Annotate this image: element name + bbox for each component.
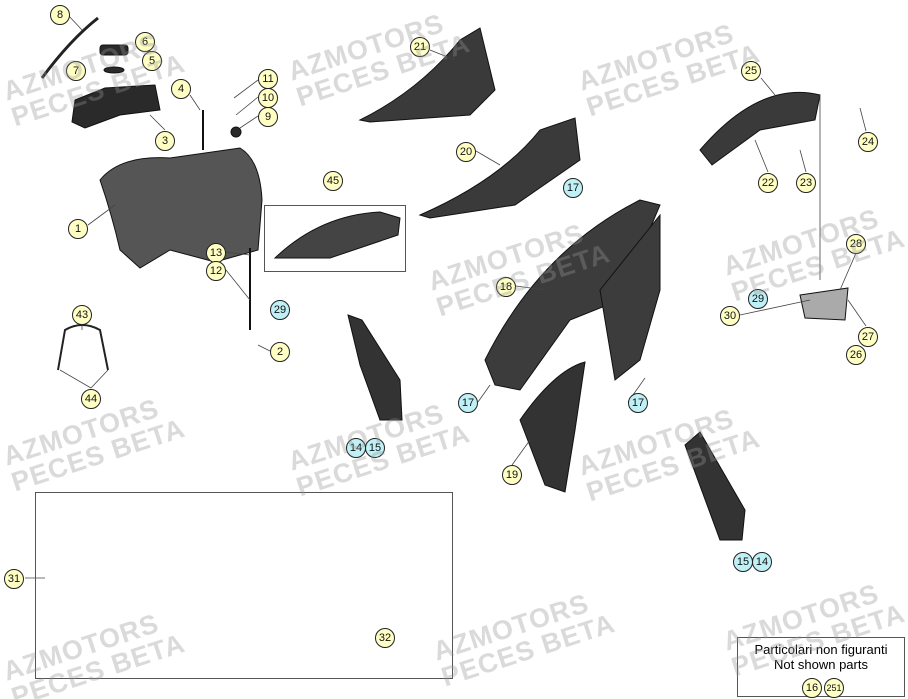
seat-cover: [358, 27, 496, 123]
callout-45[interactable]: 45: [323, 171, 343, 191]
fuel-breather-hose: [40, 16, 99, 79]
callout-22[interactable]: 22: [758, 173, 778, 193]
callout-30[interactable]: 30: [720, 306, 740, 326]
callout-15[interactable]: 15: [733, 552, 753, 572]
callout-31[interactable]: 31: [4, 569, 24, 589]
not-shown-title-it: Particolari non figuranti: [754, 642, 888, 657]
callout-27[interactable]: 27: [858, 327, 878, 347]
graphics-kit-box: [35, 492, 453, 679]
callout-44[interactable]: 44: [81, 389, 101, 409]
callout-43[interactable]: 43: [72, 305, 92, 325]
callout-7[interactable]: 7: [66, 61, 86, 81]
callout-10[interactable]: 10: [258, 88, 278, 108]
callout-24[interactable]: 24: [858, 132, 878, 152]
callout-17[interactable]: 17: [563, 178, 583, 198]
plate-holder: [799, 287, 849, 321]
callout-1[interactable]: 1: [68, 219, 88, 239]
callout-14[interactable]: 14: [346, 438, 366, 458]
radiator-guard-left: [347, 314, 403, 421]
cap-gasket: [103, 66, 125, 74]
fuel-cap: [99, 44, 129, 56]
callout-5[interactable]: 5: [142, 51, 162, 71]
radiator-shroud: [519, 361, 586, 493]
callout-29[interactable]: 29: [270, 300, 290, 320]
callout-19[interactable]: 19: [502, 465, 522, 485]
callout-21[interactable]: 21: [410, 37, 430, 57]
callout-6[interactable]: 6: [135, 32, 155, 52]
tank-cover: [71, 84, 161, 129]
callout-12[interactable]: 12: [206, 261, 226, 281]
callout-4[interactable]: 4: [171, 79, 191, 99]
callout-8[interactable]: 8: [50, 5, 70, 25]
o-ring: [57, 324, 109, 371]
callout-251[interactable]: 251: [824, 678, 844, 698]
fuel-tank: [99, 147, 263, 269]
rear-fender: [699, 91, 821, 166]
tank-nut: [230, 126, 242, 138]
callout-11[interactable]: 11: [258, 69, 278, 89]
callout-17[interactable]: 17: [458, 393, 478, 413]
callout-28[interactable]: 28: [846, 234, 866, 254]
callout-16[interactable]: 16: [802, 678, 822, 698]
seat: [418, 117, 581, 219]
callout-32[interactable]: 32: [375, 628, 395, 648]
callout-2[interactable]: 2: [270, 342, 290, 362]
callout-25[interactable]: 25: [741, 61, 761, 81]
callout-29[interactable]: 29: [748, 289, 768, 309]
not-shown-title-en: Not shown parts: [774, 657, 868, 672]
side-panel-right: [599, 213, 661, 381]
seat-strap-box: [264, 205, 406, 272]
callout-13[interactable]: 13: [206, 243, 226, 263]
fork-guard: [684, 431, 746, 541]
callout-18[interactable]: 18: [496, 277, 516, 297]
callout-26[interactable]: 26: [846, 345, 866, 365]
callout-23[interactable]: 23: [796, 173, 816, 193]
seat-strap: [273, 211, 401, 259]
callout-9[interactable]: 9: [258, 107, 278, 127]
callout-14[interactable]: 14: [752, 552, 772, 572]
callout-3[interactable]: 3: [155, 131, 175, 151]
callout-17[interactable]: 17: [628, 393, 648, 413]
callout-20[interactable]: 20: [456, 142, 476, 162]
callout-15[interactable]: 15: [365, 438, 385, 458]
not-shown-parts-box: Particolari non figuranti Not shown part…: [737, 637, 905, 698]
